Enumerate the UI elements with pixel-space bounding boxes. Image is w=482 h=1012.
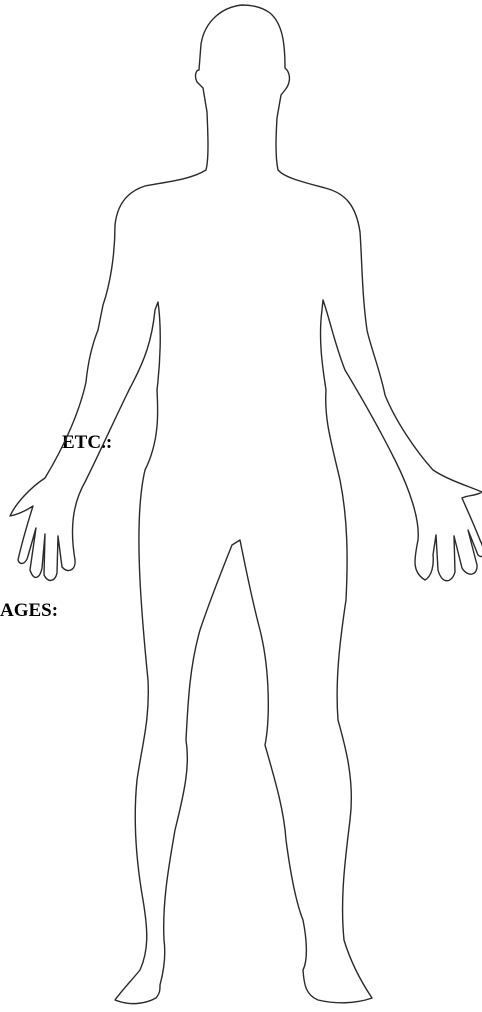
body-silhouette-outline — [10, 5, 482, 1004]
